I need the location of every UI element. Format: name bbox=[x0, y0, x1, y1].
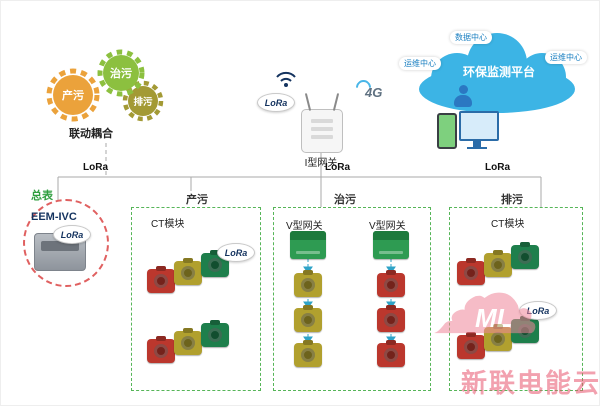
mobile-phone-icon bbox=[437, 113, 457, 149]
platform-title: 环保监测平台 bbox=[462, 65, 535, 79]
master-device-label: EEM-IVC bbox=[31, 211, 77, 223]
ct-sensor-red bbox=[377, 343, 405, 367]
cloud-badge-ops-right: 运维中心 bbox=[545, 51, 587, 64]
discharge-module-label: CT模块 bbox=[491, 219, 525, 230]
ct-sensor-red bbox=[377, 308, 405, 332]
ct-sensor-red bbox=[377, 273, 405, 297]
gear-caption: 联动耦合 bbox=[69, 128, 113, 140]
lora-badge-master: LoRa bbox=[53, 225, 91, 244]
lora-badge-text: LoRa bbox=[60, 229, 84, 240]
gear-discharge-label: 排污 bbox=[133, 96, 153, 108]
bus-lora-label-mid: LoRa bbox=[325, 162, 350, 173]
cloud-badge-ops-left: 运维中心 bbox=[399, 57, 441, 70]
gear-treat-icon: 治污 bbox=[97, 49, 145, 97]
gear-discharge-icon: 排污 bbox=[122, 80, 164, 122]
lora-badge-gateway: LoRa bbox=[257, 93, 295, 112]
ct-sensor-yellow bbox=[484, 253, 512, 277]
vgateway-right-device bbox=[373, 231, 409, 259]
ct-sensor-red bbox=[147, 339, 175, 363]
ct-sensor-green bbox=[201, 323, 229, 347]
bus-lora-label-left: LoRa bbox=[83, 162, 108, 173]
master-zone-ellipse bbox=[23, 199, 109, 287]
bus-lines bbox=[57, 143, 542, 207]
gear-produce-icon: 产污 bbox=[46, 68, 100, 122]
ct-sensor-red bbox=[457, 261, 485, 285]
gear-cluster: 产污 排污 治污 bbox=[46, 49, 164, 122]
ct-sensor-green bbox=[201, 253, 229, 277]
ct-sensor-red bbox=[457, 335, 485, 359]
vgateway-left-device bbox=[290, 231, 326, 259]
gateway-vents bbox=[311, 119, 333, 123]
lora-badge-text: LoRa bbox=[224, 247, 248, 258]
ct-sensor-red bbox=[147, 269, 175, 293]
ct-sensor-yellow bbox=[294, 343, 322, 367]
lora-badge-produce: LoRa bbox=[217, 243, 255, 262]
lora-badge-text: LoRa bbox=[526, 305, 550, 316]
gateway-device bbox=[301, 109, 343, 153]
vgateway-right-label: V型网关 bbox=[369, 221, 406, 232]
4g-signal-icon: 4G bbox=[365, 85, 382, 100]
lora-badge-text: LoRa bbox=[264, 97, 288, 108]
master-title: 总表 bbox=[31, 190, 53, 202]
gear-produce-label: 产污 bbox=[62, 88, 84, 102]
lora-badge-discharge: LoRa bbox=[519, 301, 557, 320]
ct-sensor-yellow bbox=[294, 308, 322, 332]
ct-sensor-yellow bbox=[174, 331, 202, 355]
gateway-label: I型网关 bbox=[304, 158, 338, 169]
bus-lora-label-right: LoRa bbox=[485, 162, 510, 173]
cloud-badge-datacenter: 数据中心 bbox=[450, 31, 492, 44]
ct-sensor-yellow bbox=[174, 261, 202, 285]
ct-sensor-green bbox=[511, 245, 539, 269]
zone-treat-box bbox=[273, 207, 431, 391]
zone-produce-label: 产污 bbox=[183, 191, 211, 207]
ct-sensor-yellow bbox=[484, 327, 512, 351]
zone-discharge-box bbox=[449, 207, 583, 391]
produce-module-label: CT模块 bbox=[151, 219, 185, 230]
ct-sensor-green bbox=[511, 319, 539, 343]
wifi-signal-icon bbox=[276, 71, 296, 87]
user-person-icon bbox=[452, 85, 474, 109]
zone-discharge-label: 排污 bbox=[498, 191, 526, 207]
ct-sensor-yellow bbox=[294, 273, 322, 297]
zone-treat-label: 治污 bbox=[331, 191, 359, 207]
4g-text: 4G bbox=[365, 85, 383, 100]
gear-treat-label: 治污 bbox=[110, 66, 132, 80]
zone-produce-box bbox=[131, 207, 261, 391]
vgateway-left-label: V型网关 bbox=[286, 221, 323, 232]
desktop-monitor-icon bbox=[459, 111, 499, 149]
